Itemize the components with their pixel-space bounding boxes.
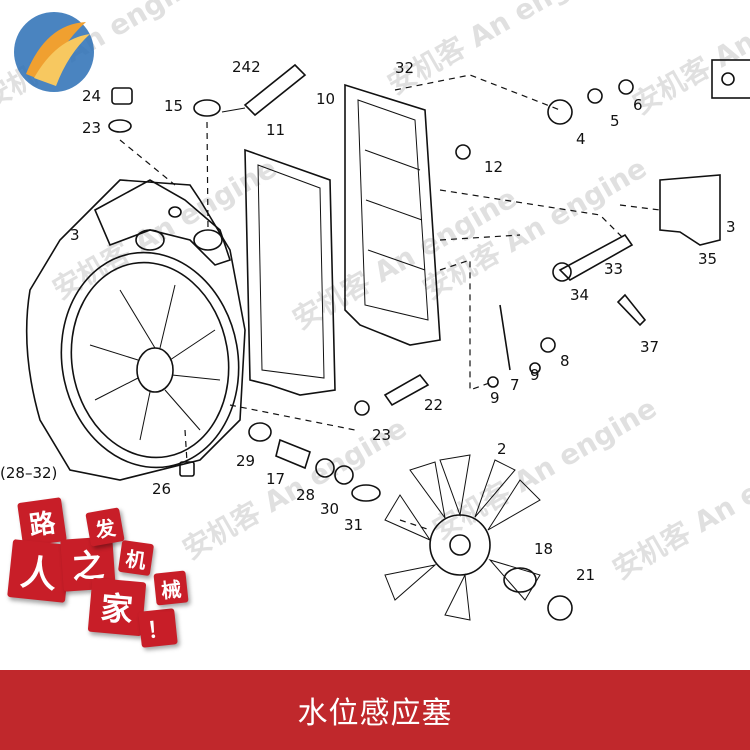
part-label: 3 [726, 218, 736, 236]
stamp-card: 发 [85, 507, 125, 547]
corner-callout-box [711, 59, 750, 99]
part-label: 7 [510, 376, 520, 394]
stamp-card: ！ [138, 608, 178, 648]
watermark: 安机客 An engine [427, 391, 662, 546]
part-label: 31 [344, 516, 363, 534]
part-label: 6 [633, 96, 643, 114]
part-label: 2 [497, 440, 507, 458]
part-label: 30 [320, 500, 339, 518]
part-label: 34 [570, 286, 589, 304]
stamp-card: 械 [153, 570, 189, 606]
part-label: 33 [604, 260, 623, 278]
part-label: 26 [152, 480, 171, 498]
part-label: 32 [395, 59, 414, 77]
part-label: 17 [266, 470, 285, 488]
leader-lines [119, 74, 661, 531]
exploded-parts-diagram: 安机客 An engine 安机客 An engine 安机客 An engin… [0, 0, 750, 621]
part-label: 28 [296, 486, 315, 504]
fan-housing-drawing [25, 179, 246, 481]
part-label: 9 [490, 389, 500, 407]
part-label: 29 [236, 452, 255, 470]
stamp-card: 机 [117, 539, 155, 577]
part-label: 21 [576, 566, 595, 584]
part-label: 9 [530, 366, 540, 384]
part-label: 24 [82, 87, 101, 105]
part-label: 23 [82, 119, 101, 137]
part-label: 22 [424, 396, 443, 414]
watermark-stamp: 路 人 之 家 ！ 发 机 械 [0, 480, 200, 670]
part-label: 242 [232, 58, 261, 76]
cover-plate-drawing [344, 83, 441, 346]
brand-logo [14, 12, 94, 92]
part-label: 35 [698, 250, 717, 268]
part-labels: 242 32 10 24 15 23 11 3 12 4 5 6 3 35 33… [0, 58, 736, 584]
caption-text: 水位感应塞 [297, 696, 453, 731]
part-label: 10 [316, 90, 335, 108]
part-label: 4 [576, 130, 586, 148]
part-label: 23 [372, 426, 391, 444]
part-label: 12 [484, 158, 503, 176]
caption-bar: 水位感应塞 [0, 670, 750, 750]
part-label: 11 [266, 121, 285, 139]
part-label: 3 [70, 226, 80, 244]
fan-drawing [384, 454, 541, 621]
part-label: (28–32) [0, 464, 57, 482]
part-label: 15 [164, 97, 183, 115]
watermark: 安机客 An engine [607, 431, 750, 586]
part-label: 8 [560, 352, 570, 370]
part-label: 18 [534, 540, 553, 558]
gasket-drawing [244, 148, 336, 396]
part-label: 37 [640, 338, 659, 356]
stamp-card: 家 [87, 577, 147, 637]
part-label: 5 [610, 112, 620, 130]
small-parts-drawing [108, 63, 721, 621]
